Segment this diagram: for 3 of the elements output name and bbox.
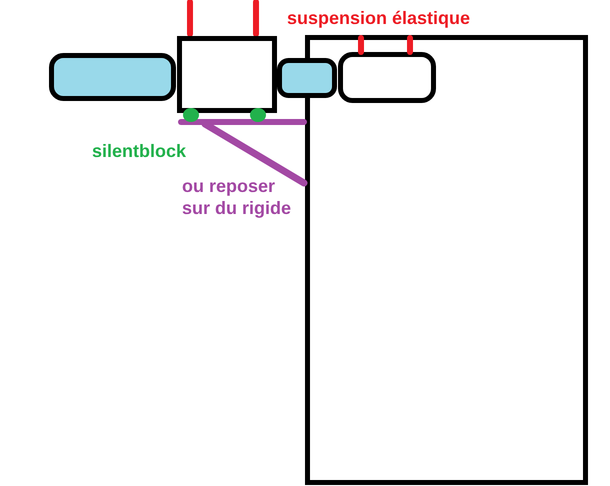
silentblock-label: silentblock [92, 140, 186, 162]
suspension-label: suspension élastique [287, 7, 470, 29]
rigid-support-note: ou reposer sur du rigide [182, 175, 292, 219]
